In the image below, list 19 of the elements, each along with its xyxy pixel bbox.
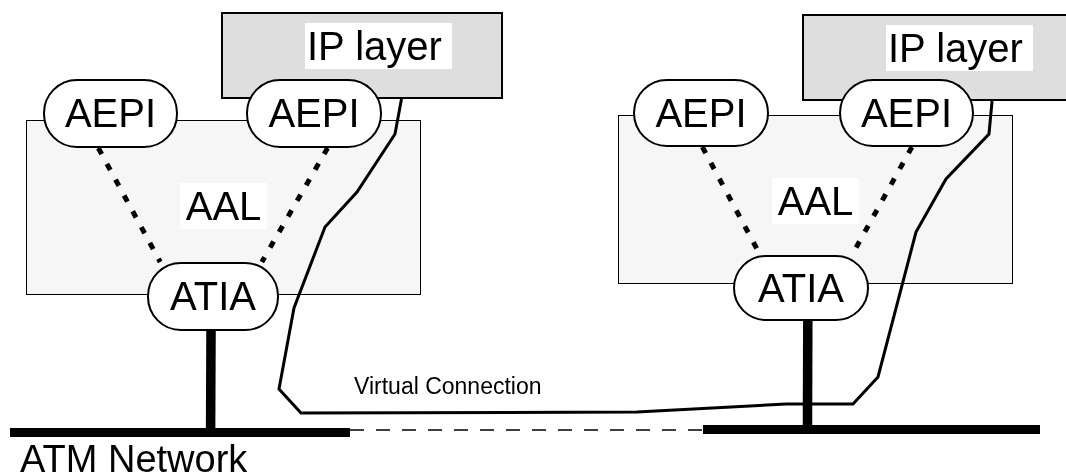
layer-label: IP layer — [305, 23, 452, 69]
interface-pill: ATIA — [147, 262, 279, 331]
dashed-line — [259, 146, 330, 264]
dashed-line — [96, 146, 163, 264]
interface-pill: AEPI — [839, 79, 974, 147]
dashed-line — [349, 429, 704, 431]
interface-pill: ATIA — [733, 255, 869, 321]
link-line — [205, 331, 216, 428]
layer-label: AAL — [771, 178, 860, 224]
interface-pill: AEPI — [43, 79, 178, 148]
layer-box — [221, 12, 503, 99]
interface-pill: AEPI — [246, 79, 382, 148]
layer-box — [802, 14, 1066, 101]
layer-label: IP layer — [886, 25, 1033, 71]
layer-label: AAL — [179, 183, 268, 229]
interface-pill: AEPI — [633, 79, 769, 147]
connection-line — [277, 98, 994, 415]
link-line — [802, 321, 813, 425]
network-label: ATM Network — [20, 440, 248, 476]
